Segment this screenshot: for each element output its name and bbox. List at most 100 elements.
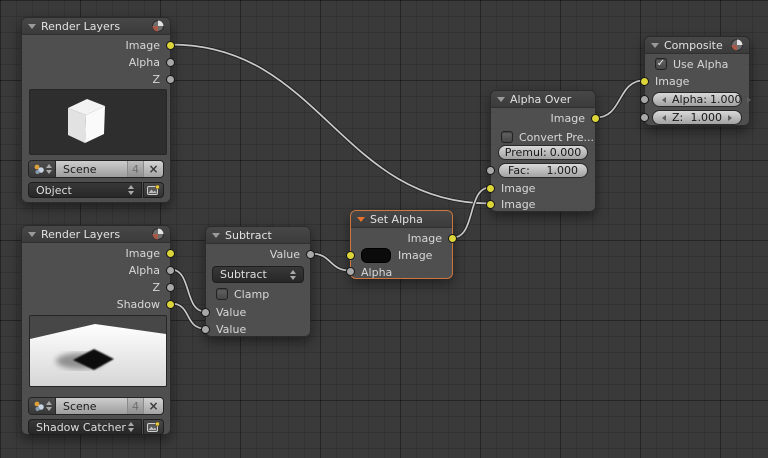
input-image-label: Image: [398, 249, 432, 262]
scene-name-field[interactable]: Scene: [56, 161, 127, 177]
node-header[interactable]: Set Alpha: [351, 211, 452, 228]
z-field[interactable]: Z: 1.000: [652, 110, 742, 125]
node-alpha-over[interactable]: Alpha Over Image ✓ Convert Pre... Premul…: [490, 90, 596, 212]
image-input-row: Image: [351, 247, 452, 264]
clamp-checkbox[interactable]: ✓: [216, 288, 228, 300]
fac-field[interactable]: Fac: 1.000: [498, 163, 588, 178]
collapse-triangle-icon[interactable]: [28, 24, 36, 29]
node-header[interactable]: Render Layers: [22, 226, 170, 243]
socket-image-input[interactable]: [346, 251, 355, 260]
collapse-triangle-icon[interactable]: [497, 97, 505, 102]
convert-premul-checkbox[interactable]: ✓: [501, 131, 513, 143]
input-image2-label: Image: [491, 196, 595, 213]
socket-alpha-output[interactable]: [166, 58, 175, 67]
render-layer-row: Object: [28, 182, 164, 198]
convert-premul-label: Convert Pre...: [519, 131, 594, 144]
socket-image-output[interactable]: [166, 41, 175, 50]
node-header[interactable]: Composite: [645, 37, 749, 54]
fac-value: 1.000: [547, 164, 579, 177]
new-render-layer-button[interactable]: [143, 419, 164, 435]
use-alpha-label: Use Alpha: [673, 58, 728, 71]
increment-arrow-icon[interactable]: [747, 97, 751, 103]
operation-name: Subtract: [220, 268, 267, 281]
premul-field[interactable]: Premul: 0.000: [498, 145, 588, 160]
socket-alpha-output[interactable]: [166, 266, 175, 275]
node-composite[interactable]: Composite ✓ Use Alpha Image Alpha: 1.000…: [644, 36, 750, 126]
link-shadow-to-subtract: [171, 304, 205, 329]
collapse-triangle-icon[interactable]: [28, 232, 36, 237]
socket-image-input[interactable]: [640, 77, 649, 86]
socket-shadow-output[interactable]: [166, 300, 175, 309]
node-set-alpha[interactable]: Set Alpha Image Image Alpha: [350, 210, 453, 279]
scene-unlink-button[interactable]: ×: [143, 161, 163, 177]
chevron-updown-icon: [290, 270, 296, 280]
input-value2-label: Value: [206, 321, 310, 338]
collapse-triangle-icon[interactable]: [357, 217, 365, 222]
decrement-arrow-icon[interactable]: [662, 97, 666, 103]
node-title: Set Alpha: [370, 213, 446, 226]
input-image1-label: Image: [491, 180, 595, 197]
render-preview-cube: [29, 89, 167, 155]
node-title: Alpha Over: [510, 93, 589, 106]
socket-value1-input[interactable]: [201, 308, 210, 317]
render-layer-dropdown[interactable]: Shadow Catcher: [28, 419, 142, 435]
scene-browse-button[interactable]: [29, 161, 56, 177]
scene-name-field[interactable]: Scene: [56, 398, 127, 414]
decrement-arrow-icon[interactable]: [662, 115, 666, 121]
node-title: Composite: [664, 39, 726, 52]
new-render-layer-button[interactable]: [143, 182, 164, 198]
socket-fac-input[interactable]: [486, 166, 495, 175]
alpha-field[interactable]: Alpha: 1.000: [652, 92, 742, 107]
output-image-label: Image: [22, 37, 170, 54]
collapse-triangle-icon[interactable]: [651, 43, 659, 48]
node-title: Render Layers: [41, 228, 147, 241]
increment-arrow-icon[interactable]: [728, 115, 732, 121]
socket-image-output[interactable]: [591, 114, 600, 123]
convert-premul-row: ✓ Convert Pre...: [491, 130, 595, 144]
scene-browse-button[interactable]: [29, 398, 56, 414]
collapse-triangle-icon[interactable]: [212, 233, 220, 238]
node-title: Subtract: [225, 229, 304, 242]
use-alpha-checkbox[interactable]: ✓: [655, 58, 667, 70]
node-header[interactable]: Subtract: [206, 227, 310, 244]
socket-image1-input[interactable]: [486, 184, 495, 193]
socket-value-output[interactable]: [306, 250, 315, 259]
output-alpha-label: Alpha: [22, 262, 170, 279]
material-sphere-icon: [152, 228, 164, 240]
socket-z-input[interactable]: [640, 113, 649, 122]
scene-selector: Scene 4 ×: [28, 397, 164, 415]
output-z-label: Z: [22, 71, 170, 88]
math-operation-dropdown[interactable]: Subtract: [212, 266, 304, 283]
node-header[interactable]: Alpha Over: [491, 91, 595, 108]
scene-unlink-button[interactable]: ×: [143, 398, 163, 414]
link-alphaover-to-composite: [596, 81, 644, 118]
socket-alpha-input[interactable]: [640, 95, 649, 104]
render-layer-name: Shadow Catcher: [36, 421, 126, 434]
node-render-layers-1[interactable]: Render Layers Image Alpha Z Scene: [21, 17, 171, 203]
socket-z-output[interactable]: [166, 283, 175, 292]
socket-image-output[interactable]: [448, 234, 457, 243]
color-swatch[interactable]: [361, 248, 391, 263]
socket-z-output[interactable]: [166, 75, 175, 84]
node-header[interactable]: Render Layers: [22, 18, 170, 35]
output-shadow-label: Shadow: [22, 296, 170, 313]
material-sphere-icon: [152, 20, 164, 32]
node-title: Render Layers: [41, 20, 147, 33]
clamp-row: ✓ Clamp: [206, 287, 310, 301]
socket-alpha-input[interactable]: [346, 267, 355, 276]
premul-value: 0.000: [550, 146, 582, 159]
output-image-label: Image: [351, 230, 452, 247]
scene-icon: [33, 163, 45, 175]
chevron-updown-icon: [128, 185, 134, 195]
socket-value2-input[interactable]: [201, 325, 210, 334]
scene-cycle-arrows: [46, 164, 52, 174]
node-subtract[interactable]: Subtract Value Subtract ✓ Clamp Value Va…: [205, 226, 311, 337]
output-image-label: Image: [22, 245, 170, 262]
scene-selector: Scene 4 ×: [28, 160, 164, 178]
render-layer-dropdown[interactable]: Object: [28, 182, 142, 198]
output-value-label: Value: [206, 246, 310, 263]
socket-image-output[interactable]: [166, 249, 175, 258]
node-render-layers-2[interactable]: Render Layers Image Alpha Z Shadow: [21, 225, 171, 435]
socket-image2-input[interactable]: [486, 200, 495, 209]
